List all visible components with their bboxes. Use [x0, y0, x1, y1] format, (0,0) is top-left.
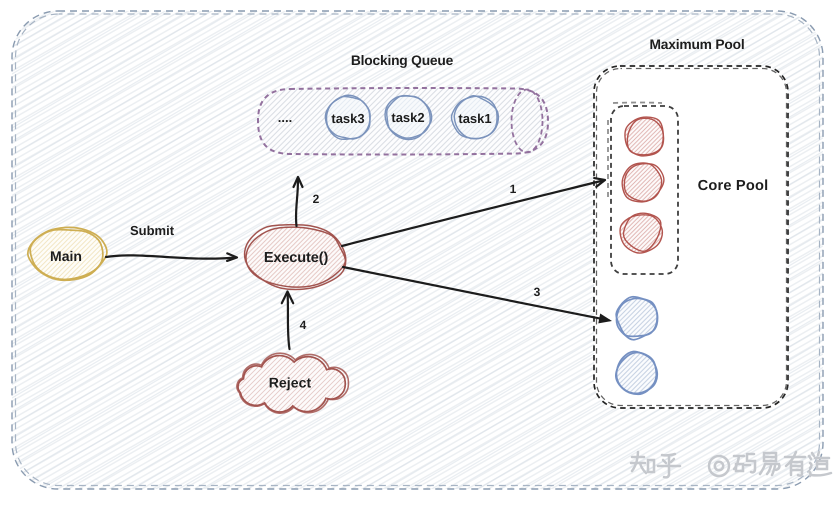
svg-text:4: 4: [300, 318, 307, 332]
svg-text:Core Pool: Core Pool: [698, 178, 769, 194]
svg-text:Maximum Pool: Maximum Pool: [650, 37, 745, 52]
svg-text:....: ....: [278, 110, 292, 125]
svg-text:Blocking Queue: Blocking Queue: [351, 53, 454, 68]
svg-text:1: 1: [510, 182, 517, 196]
svg-text:task1: task1: [458, 111, 491, 126]
svg-text:Submit: Submit: [130, 223, 175, 238]
svg-text:3: 3: [534, 285, 541, 299]
svg-text:Reject: Reject: [269, 375, 312, 391]
svg-text:Execute(): Execute(): [264, 250, 329, 266]
svg-text:Main: Main: [50, 248, 82, 264]
svg-text:task3: task3: [331, 111, 364, 126]
svg-text:task2: task2: [391, 110, 424, 125]
svg-text:2: 2: [313, 192, 320, 206]
